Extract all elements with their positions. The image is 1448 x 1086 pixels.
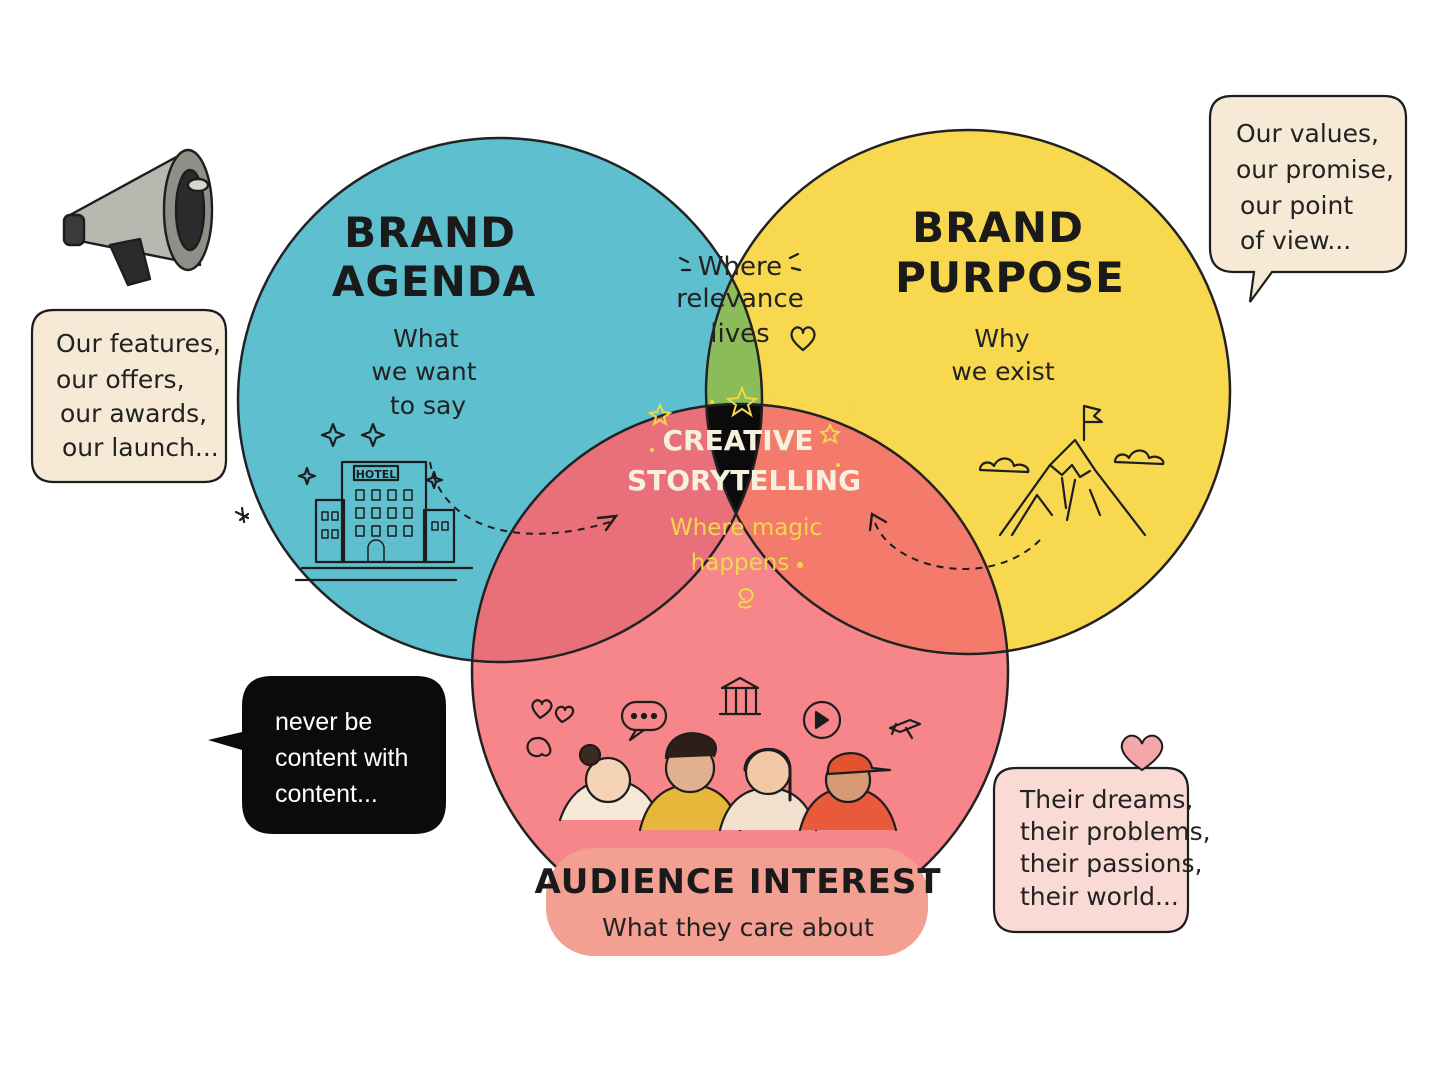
values-note-line1: Our values, [1236, 119, 1379, 148]
agenda-sub-line1: What [393, 324, 459, 353]
center-title-line2: STORYTELLING [627, 464, 861, 497]
hotel-icon [294, 422, 474, 582]
purpose-outline [704, 128, 1232, 656]
values-note-line2: our promise, [1236, 155, 1394, 184]
star-icon [647, 385, 842, 609]
spark-doodle-icon [234, 506, 250, 524]
purpose-title-line2: PURPOSE [895, 253, 1125, 302]
audience-label-pill [546, 848, 928, 956]
relevance-line3: lives [710, 319, 769, 349]
dreams-note-bubble [992, 766, 1190, 934]
features-note-bubble [30, 308, 228, 484]
sparkle-lines-icon [678, 252, 802, 272]
heart-icon [790, 326, 816, 352]
values-note-line4: of view... [1240, 226, 1351, 255]
hotel-sign: HOTEL [356, 468, 397, 481]
features-note-line1: Our features, [56, 329, 221, 358]
agenda-title-line2: AGENDA [332, 257, 536, 306]
agenda-title-line1: BRAND [344, 208, 516, 257]
features-note-line3: our awards, [60, 399, 207, 428]
values-note-bubble [1208, 94, 1408, 303]
content-note-line2: content with [275, 744, 408, 772]
audience-subtitle: What they care about [602, 913, 874, 942]
content-note-bubble [208, 676, 446, 834]
agenda-audience-overlap [472, 404, 762, 662]
features-note-line4: our launch... [62, 433, 219, 462]
content-note-line1: never be [275, 708, 372, 736]
purpose-sub-line2: we exist [951, 357, 1054, 386]
mountain-flag-icon [978, 404, 1165, 537]
purpose-audience-overlap [706, 404, 1008, 654]
agenda-sub-line3: to say [390, 391, 466, 420]
arrow-purpose-to-center [873, 519, 1041, 570]
purpose-title-line1: BRAND [912, 203, 1084, 252]
dreams-note-line4: their world... [1020, 882, 1179, 911]
audience-title: AUDIENCE INTEREST [534, 862, 941, 902]
megaphone-icon [62, 148, 214, 287]
relevance-line2: relevance [676, 284, 803, 314]
relevance-line1: Where [698, 252, 782, 282]
dreams-note-line1: Their dreams, [1019, 785, 1193, 814]
center-sub-line2: happens [691, 550, 790, 576]
content-note-line3: content... [275, 780, 378, 808]
center-title-line1: CREATIVE [662, 424, 813, 457]
arrowhead-left [596, 514, 619, 532]
dreams-note-line2: their problems, [1020, 817, 1211, 846]
agenda-sub-line2: we want [371, 357, 476, 386]
sparkle-dots-icon [650, 398, 852, 568]
features-note-line2: our offers, [56, 365, 185, 394]
values-note-line3: our point [1240, 191, 1353, 220]
arrowhead-right [868, 512, 888, 532]
dreams-note-line3: their passions, [1020, 849, 1203, 878]
people-group-icon [526, 676, 922, 832]
purpose-sub-line1: Why [974, 324, 1030, 353]
agenda-outline [236, 136, 764, 664]
dreams-heart-icon [1120, 734, 1164, 772]
center-sub-line1: Where magic [670, 515, 822, 541]
